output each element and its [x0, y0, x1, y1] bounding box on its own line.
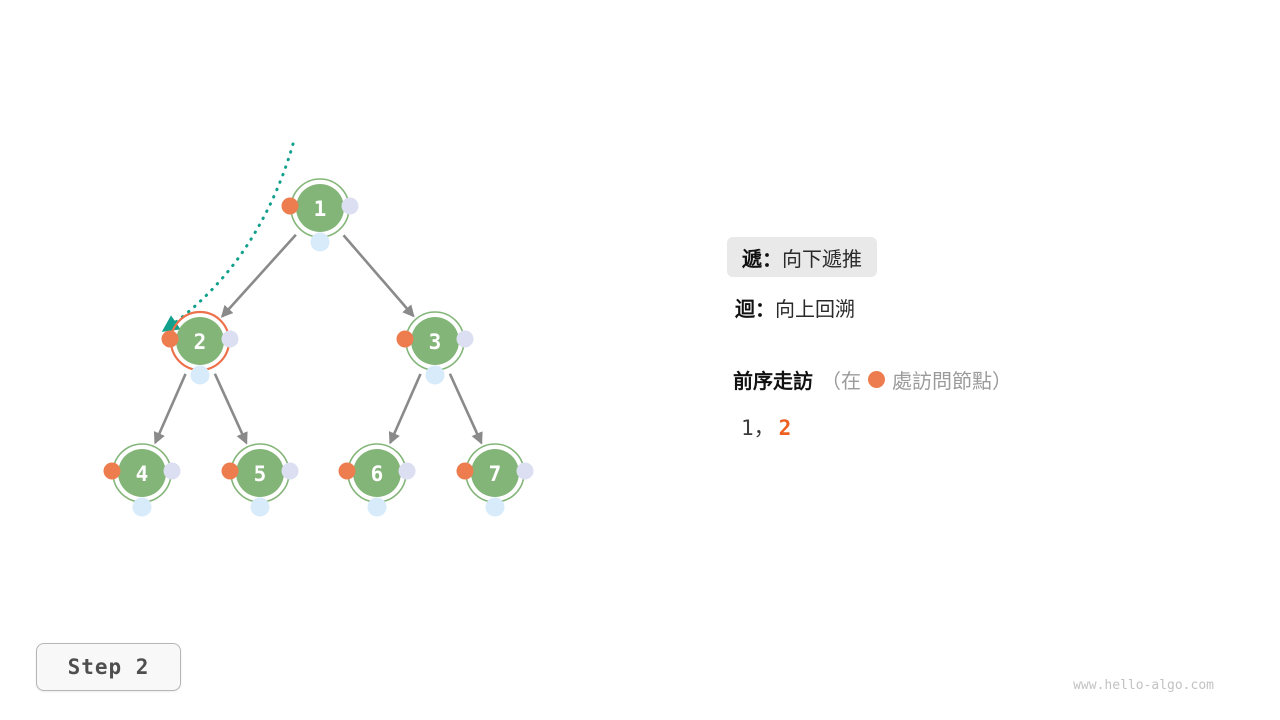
pre-order-dot	[338, 462, 356, 480]
tree-node-3: 3	[396, 311, 474, 385]
in-order-dot	[310, 232, 330, 252]
step-label: Step 2	[67, 655, 150, 679]
node-circle	[411, 317, 459, 365]
node-circle	[118, 449, 166, 497]
in-order-dot	[190, 365, 210, 385]
recurse-text-label: 向下遞推	[782, 248, 862, 271]
visited-sequence-label: 1，	[741, 416, 775, 440]
in-order-dot	[250, 497, 270, 517]
in-order-dot	[485, 497, 505, 517]
pre-order-dot	[456, 462, 474, 480]
tree-edge	[153, 373, 187, 445]
tree-node-2: 2	[161, 310, 239, 385]
node-label: 6	[371, 462, 384, 486]
tree-edge	[342, 234, 415, 318]
watermark: www.hello-algo.com	[1073, 678, 1214, 693]
node-circle	[353, 449, 401, 497]
pre-order-dot	[103, 462, 121, 480]
visit-dot-icon	[868, 371, 885, 388]
tree-node-4: 4	[103, 443, 181, 517]
visit-sequence: 1，2	[741, 412, 791, 442]
node-label: 2	[194, 330, 207, 354]
in-order-dot	[367, 497, 387, 517]
tree-edge	[448, 373, 483, 445]
traversal-note-close: 處訪問節點）	[892, 371, 1012, 393]
tree-node-7: 7	[456, 443, 534, 517]
legend-backtrack: 迴：向上回溯	[735, 293, 855, 322]
node-label: 3	[429, 330, 442, 354]
node-label: 7	[489, 462, 502, 486]
post-order-dot	[398, 462, 416, 480]
pre-order-dot	[161, 330, 179, 348]
node-label: 4	[136, 462, 149, 486]
tree-edges	[153, 233, 483, 445]
tree-node-6: 6	[338, 443, 416, 517]
node-circle	[471, 449, 519, 497]
pre-order-dot	[281, 197, 299, 215]
pre-order-dot	[396, 330, 414, 348]
node-circle	[176, 317, 224, 365]
tree-node-1: 1	[281, 178, 359, 252]
tree-node-5: 5	[221, 443, 299, 517]
backtrack-key-label: 迴：	[735, 299, 775, 321]
step-indicator: Step 2	[36, 643, 181, 691]
recursion-trace-path	[161, 142, 295, 332]
in-order-dot	[132, 497, 152, 517]
pre-order-dot	[221, 462, 239, 480]
traversal-title: 前序走訪	[733, 371, 813, 393]
node-circle	[296, 184, 344, 232]
post-order-dot	[456, 330, 474, 348]
tree-edge	[220, 233, 297, 318]
current-node-label: 2	[778, 416, 792, 440]
post-order-dot	[163, 462, 181, 480]
tree-edge	[213, 373, 248, 445]
node-label: 1	[314, 197, 327, 221]
traversal-legend: 前序走訪 （在 處訪問節點）	[733, 365, 1012, 394]
recurse-key-label: 遞：	[742, 248, 782, 271]
post-order-dot	[516, 462, 534, 480]
tree-edge	[388, 373, 422, 445]
backtrack-text-label: 向上回溯	[775, 299, 855, 321]
post-order-dot	[341, 197, 359, 215]
traversal-note-open: （在	[821, 371, 861, 393]
post-order-dot	[281, 462, 299, 480]
node-label: 5	[254, 462, 267, 486]
in-order-dot	[425, 365, 445, 385]
node-circle	[236, 449, 284, 497]
legend-recurse: 遞：向下遞推	[727, 237, 877, 277]
post-order-dot	[221, 330, 239, 348]
